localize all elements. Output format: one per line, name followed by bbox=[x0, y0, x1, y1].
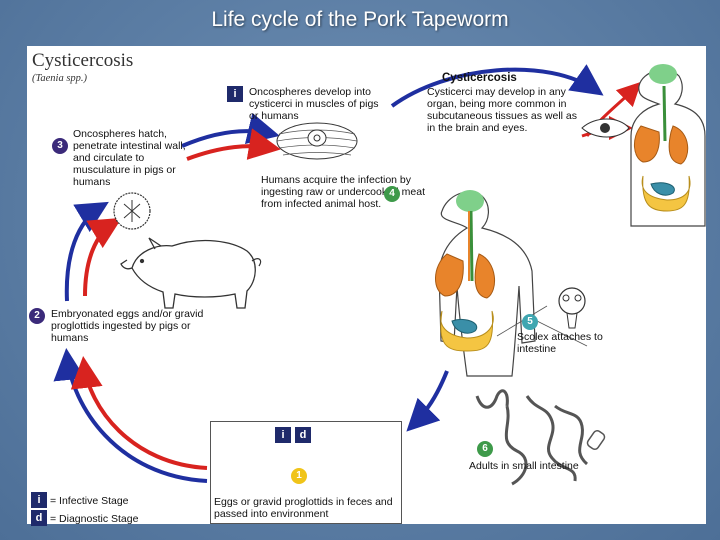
eye-illustration bbox=[581, 118, 630, 138]
arrow-stage2-to-stage3-red bbox=[83, 217, 122, 297]
legend-infective-symbol: i bbox=[31, 492, 47, 508]
stage-5-badge: 5 bbox=[522, 314, 538, 330]
diagram-heading: Cysticercosis bbox=[32, 50, 134, 71]
cysticercosis-box-text: Cysticerci may develop in any organ, bei… bbox=[427, 86, 577, 134]
eggs-diagnostic-marker: d bbox=[295, 427, 311, 443]
arrow-stage3-to-cysticerci-red bbox=[186, 128, 281, 161]
arrow-stage3-to-cysticerci-blue bbox=[181, 112, 280, 148]
eggs-infective-marker: i bbox=[275, 427, 291, 443]
slide-title: Life cycle of the Pork Tapeworm bbox=[211, 8, 509, 31]
scolex-illustration bbox=[526, 287, 588, 347]
arrow-eggs-to-stage2-blue bbox=[53, 348, 208, 483]
legend-diagnostic-symbol: d bbox=[31, 510, 47, 526]
stage-i-text: Oncospheres develop into cysticerci in m… bbox=[249, 86, 379, 122]
stage-2-text: Embryonated eggs and/or gravid proglotti… bbox=[51, 308, 204, 344]
legend-infective-label: = Infective Stage bbox=[50, 495, 129, 507]
arrow-eggs-to-stage2-red bbox=[70, 356, 208, 470]
stage-3-badge: 3 bbox=[52, 138, 68, 154]
cysticercosis-box-title: Cysticercosis bbox=[442, 72, 517, 84]
muscle-cysticercus-illustration bbox=[276, 122, 358, 160]
human-host-illustration bbox=[435, 190, 536, 377]
stage-6-text: Adults in small intestine bbox=[469, 460, 579, 472]
diagram-subheading: (Taenia spp.) bbox=[32, 73, 88, 84]
stage-4-badge: 4 bbox=[384, 186, 400, 202]
pig-illustration bbox=[120, 237, 262, 309]
stage-1-badge: 1 bbox=[291, 468, 307, 484]
cysticercosis-human-illustration bbox=[630, 64, 706, 227]
life-cycle-diagram: Cysticercosis (Taenia spp.) i Oncosphere… bbox=[27, 46, 706, 526]
arrow-human-to-adults-blue bbox=[406, 370, 449, 432]
stage-3-text: Oncospheres hatch, penetrate intestinal … bbox=[73, 128, 186, 188]
stage-4-text: Humans acquire the infection by ingestin… bbox=[261, 174, 426, 210]
diagram-graphics bbox=[53, 64, 706, 499]
infective-stage-marker: i bbox=[227, 86, 243, 102]
arrow-stage2-to-stage3-blue bbox=[64, 201, 109, 302]
stage-6-badge: 6 bbox=[477, 441, 493, 457]
oncosphere-illustration bbox=[113, 192, 151, 230]
legend-diagnostic-label: = Diagnostic Stage bbox=[50, 513, 139, 525]
stage-5-text: Scolex attaches to intestine bbox=[517, 331, 603, 355]
adult-worms-illustration bbox=[475, 389, 606, 486]
stage-1-text: Eggs or gravid proglottids in feces and … bbox=[214, 496, 393, 520]
arrow-to-cysticercosis-blue bbox=[390, 64, 604, 108]
stage-2-badge: 2 bbox=[29, 308, 45, 324]
eggs-stage-box: i d 1 Eggs or gravid proglottids in fece… bbox=[210, 421, 402, 524]
